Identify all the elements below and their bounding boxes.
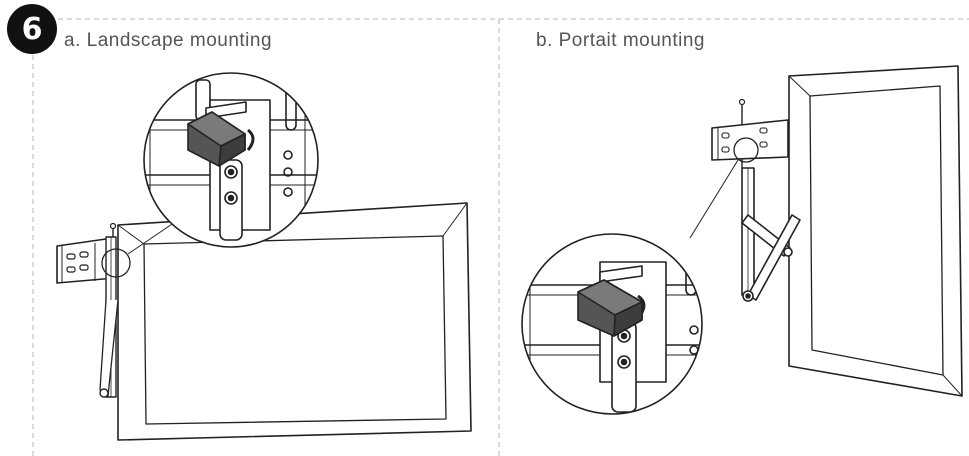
portrait-illustration [689, 65, 963, 397]
portrait-zoom-detail [521, 233, 703, 415]
dashed-frame [32, 18, 969, 456]
portrait-wall-rail [711, 119, 789, 161]
portrait-callout-target [733, 137, 759, 163]
landscape-callout-target [101, 248, 131, 278]
portrait-scissor-arm [738, 98, 801, 302]
landscape-monitor [117, 202, 472, 441]
portrait-caption: b. Portait mounting [536, 30, 705, 51]
landscape-zoom-detail [143, 72, 319, 248]
landscape-caption: a. Landscape mounting [64, 30, 273, 51]
portrait-monitor [788, 65, 963, 397]
step-number-badge: 6 [7, 4, 57, 54]
landscape-hanging-arm [99, 222, 119, 398]
landscape-wall-rail [56, 237, 116, 284]
landscape-illustration [56, 202, 472, 441]
